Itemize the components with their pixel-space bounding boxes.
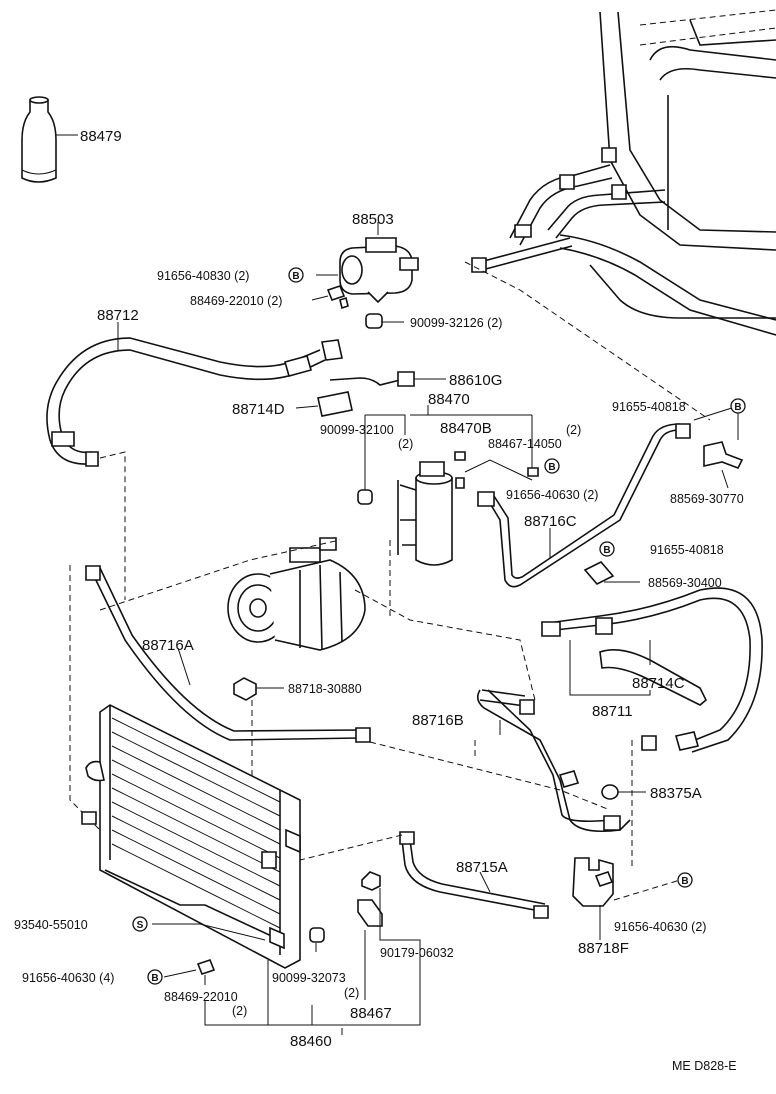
label-88716A: 88716A	[142, 637, 194, 654]
liquid-tube-a	[299, 831, 549, 919]
label-90099-32100-qty: (2)	[398, 437, 413, 451]
svg-text:B: B	[681, 876, 688, 887]
label-91656-40830: 91656-40830 (2)	[157, 269, 249, 283]
label-91656-40630-right: 91656-40630 (2)	[614, 920, 706, 934]
badge-b-91655-40818-top: B	[730, 398, 746, 414]
svg-text:B: B	[603, 545, 610, 556]
label-88569-30770: 88569-30770	[670, 492, 744, 506]
compressor-oil-bottle	[21, 96, 78, 183]
svg-text:B: B	[151, 973, 158, 984]
label-91656-40630-left: 91656-40630 (4)	[22, 971, 114, 985]
label-88714D: 88714D	[232, 401, 285, 418]
vehicle-body-outline	[464, 9, 776, 421]
label-90099-32073-qty: (2)	[344, 986, 359, 1000]
label-88470B: 88470B	[440, 420, 492, 437]
liquid-tube-b	[474, 689, 646, 833]
suction-hose	[46, 322, 343, 600]
svg-text:S: S	[137, 920, 144, 931]
label-91655-40818-mid: 91655-40818	[650, 543, 724, 557]
label-88711: 88711	[592, 703, 633, 720]
badge-b-91656-40630-left: B	[147, 969, 163, 985]
diagram-footer-code: ME D828-E	[672, 1059, 737, 1073]
discharge-hose	[541, 587, 763, 870]
svg-text:B: B	[734, 402, 741, 413]
badge-b-91655-40818-mid: B	[599, 541, 615, 557]
label-90099-32073: 90099-32073	[272, 971, 346, 985]
label-88718-30880: 88718-30880	[288, 682, 362, 696]
label-88469-22010-bot-qty: (2)	[232, 1004, 247, 1018]
condenser	[81, 704, 301, 969]
badge-b-91656-40830: B	[288, 267, 304, 283]
bottom-fasteners	[163, 871, 421, 1035]
label-90099-32100: 90099-32100	[320, 423, 394, 437]
badge-b-91656-40630-mid: B	[544, 458, 560, 474]
label-88467-14050: 88467-14050	[488, 437, 562, 451]
liquid-tube-c	[477, 405, 744, 588]
thermistor-and-cover	[295, 371, 446, 417]
label-88460: 88460	[290, 1033, 332, 1050]
label-91655-40818-top: 91655-40818	[612, 400, 686, 414]
label-88716C: 88716C	[524, 513, 577, 530]
label-88569-30400: 88569-30400	[648, 576, 722, 590]
label-88610G: 88610G	[449, 372, 502, 389]
label-88467-14050-qty: (2)	[566, 423, 581, 437]
label-88712: 88712	[97, 307, 139, 324]
svg-text:B: B	[292, 271, 299, 282]
label-88470: 88470	[428, 391, 470, 408]
svg-text:B: B	[548, 462, 555, 473]
label-91656-40630-mid: 91656-40630 (2)	[506, 488, 598, 502]
receiver-dryer	[357, 405, 539, 566]
label-93540-55010: 93540-55010	[14, 918, 88, 932]
label-88375A: 88375A	[650, 785, 702, 802]
magnetic-valve	[311, 222, 419, 329]
label-88503: 88503	[352, 211, 394, 228]
label-88715A: 88715A	[456, 859, 508, 876]
label-90179-06032: 90179-06032	[380, 946, 454, 960]
label-90099-32126: 90099-32126 (2)	[410, 316, 502, 330]
label-88467: 88467	[350, 1005, 392, 1022]
label-88718F: 88718F	[578, 940, 629, 957]
badge-b-91656-40630-right: B	[677, 872, 693, 888]
label-88714C: 88714C	[632, 675, 685, 692]
pipe-bracket-88718F	[572, 857, 681, 940]
badge-s-93540-55010: S	[132, 916, 148, 932]
label-88469-22010-bot: 88469-22010	[164, 990, 238, 1004]
label-88479: 88479	[80, 128, 122, 145]
label-88469-22010-top: 88469-22010 (2)	[190, 294, 282, 308]
compressor	[99, 537, 536, 701]
label-88716B: 88716B	[412, 712, 464, 729]
